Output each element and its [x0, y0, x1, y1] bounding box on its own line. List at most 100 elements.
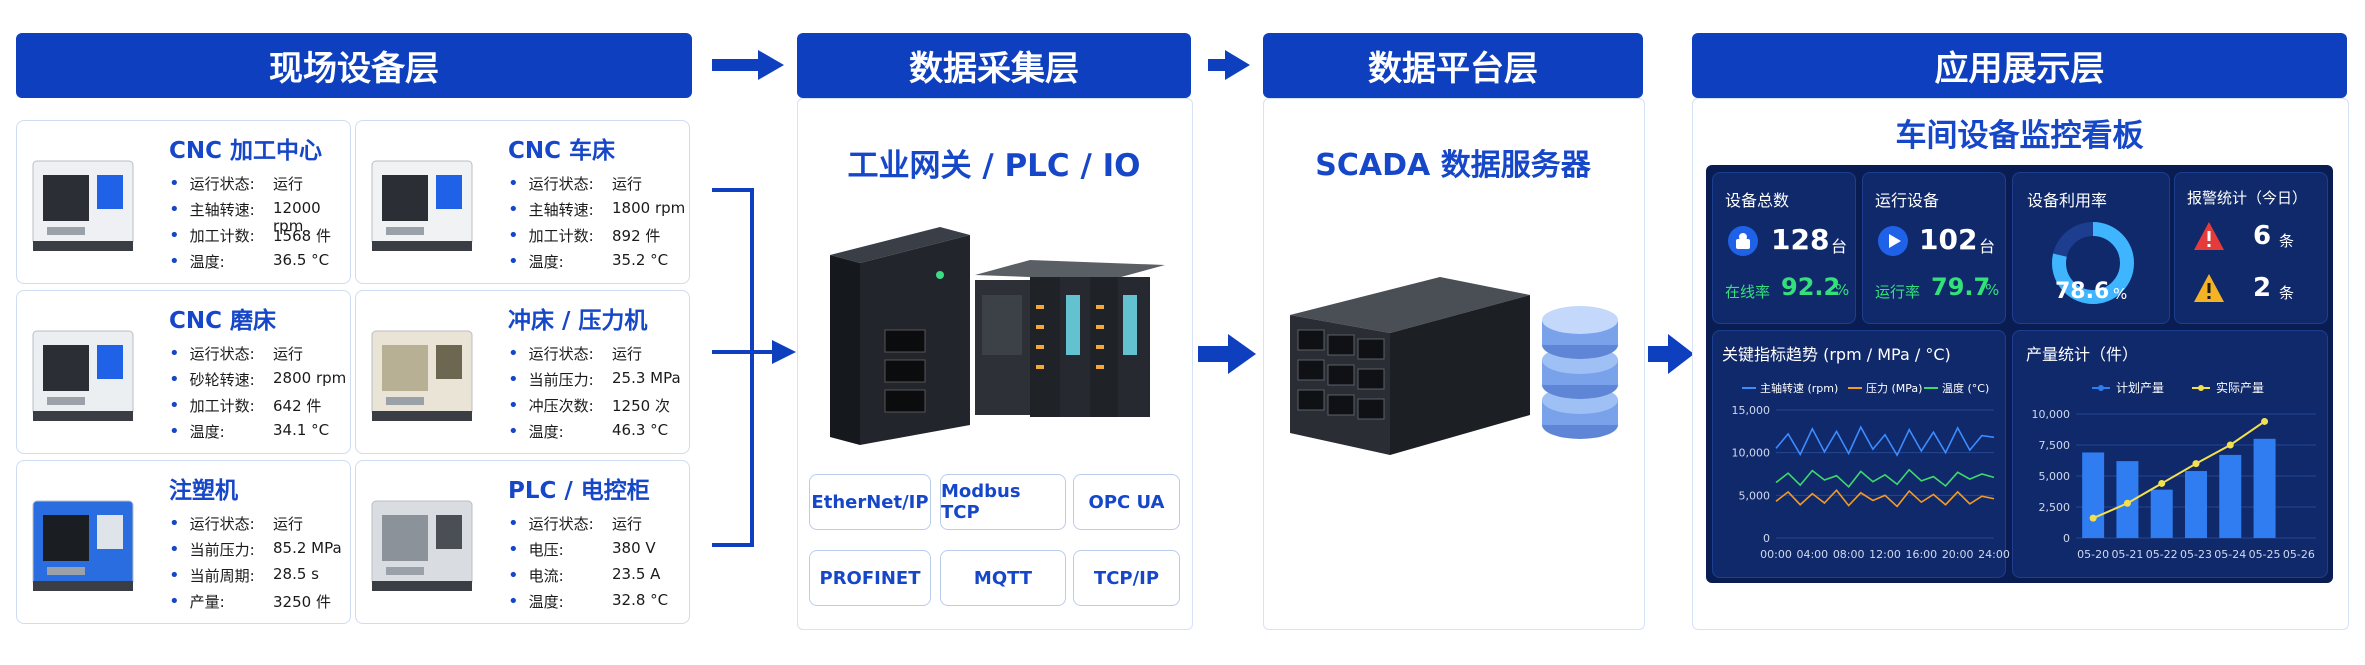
bullet-icon: • — [508, 199, 519, 220]
spec-label: 电流: — [528, 567, 564, 585]
utilization-donut-arc — [2052, 222, 2134, 304]
x-tick-label: 05-23 — [2180, 548, 2212, 561]
x-tick-label: 24:00 — [1978, 548, 2010, 561]
spec-label: 砂轮转速: — [189, 371, 255, 389]
bar-plan — [2116, 461, 2139, 538]
actual-point — [2226, 441, 2234, 449]
bullet-icon: • — [508, 251, 519, 272]
kpi-online-value: 92.2 — [1781, 273, 1841, 301]
y-tick-label: 5,000 — [1739, 489, 1771, 502]
bullet-icon: • — [169, 513, 180, 534]
x-tick-label: 05-21 — [2111, 548, 2143, 561]
bar-plan — [2082, 452, 2105, 538]
device-spec-row: •主轴转速: — [169, 199, 255, 220]
bar-plan — [2253, 438, 2276, 538]
device-spec-row: •运行状态: — [169, 343, 255, 364]
bullet-icon: • — [508, 225, 519, 246]
device-spec-row: •运行状态: — [508, 513, 594, 534]
device-card: 注塑机 •运行状态: 运行 •当前压力: 85.2 MPa •当前周期: 28.… — [16, 460, 351, 624]
spec-label: 当前压力: — [189, 541, 255, 559]
spec-value: 28.5 s — [273, 565, 319, 583]
spec-label: 产量: — [189, 593, 225, 611]
device-bracket-connector — [712, 188, 796, 547]
legend-label: 压力 (MPa) — [1866, 382, 1922, 395]
device-card: PLC / 电控柜 •运行状态: 运行 •电压: 380 V •电流: 23.5… — [355, 460, 690, 624]
x-tick-label: 08:00 — [1833, 548, 1865, 561]
device-spec-row: •加工计数: — [508, 225, 594, 246]
bullet-icon: • — [508, 421, 519, 442]
kpi-rate-label: 运行率 — [1875, 283, 1921, 301]
device-name: PLC / 电控柜 — [508, 478, 650, 504]
actual-line — [2092, 420, 2266, 520]
actual-point — [2192, 460, 2200, 468]
spec-label: 运行状态: — [528, 175, 594, 193]
device-card: CNC 车床 •运行状态: 运行 •主轴转速: 1800 rpm •加工计数: … — [355, 120, 690, 284]
device-card: CNC 加工中心 •运行状态: 运行 •主轴转速: 12000 rpm •加工计… — [16, 120, 351, 284]
spec-label: 温度: — [189, 423, 225, 441]
spec-label: 主轴转速: — [528, 201, 594, 219]
gateway-hardware-image — [830, 227, 1165, 445]
utilization-donut — [2052, 222, 2134, 304]
device-name: CNC 磨床 — [169, 308, 277, 334]
x-tick-label: 12:00 — [1869, 548, 1901, 561]
kpi-utilization-unit: % — [2113, 285, 2128, 303]
kpi-online-label: 在线率 — [1725, 283, 1771, 301]
spec-value: 运行 — [273, 175, 304, 193]
device-card: 冲床 / 压力机 •运行状态: 运行 •当前压力: 25.3 MPa •冲压次数… — [355, 290, 690, 454]
machine-image — [32, 160, 134, 251]
server-image — [1290, 277, 1618, 455]
legend-label: 计划产量 — [2116, 381, 2164, 395]
y-tick-label: 10,000 — [2032, 408, 2071, 421]
spec-value: 2800 rpm — [273, 369, 347, 387]
spec-value: 运行 — [273, 515, 304, 533]
device-spec-row: •电流: — [508, 565, 564, 586]
protocol-badge: MQTT — [940, 550, 1066, 606]
kpi-alarm-low-value: 2 — [2253, 273, 2272, 303]
machine-image — [32, 500, 134, 591]
bullet-icon: • — [169, 369, 180, 390]
series-line — [1775, 488, 1995, 508]
protocol-badge: EtherNet/IP — [809, 474, 931, 530]
kpi-alarm-high-value: 6 — [2253, 221, 2272, 251]
device-card: CNC 磨床 •运行状态: 运行 •砂轮转速: 2800 rpm •加工计数: … — [16, 290, 351, 454]
spec-label: 当前周期: — [189, 567, 255, 585]
spec-value: 25.3 MPa — [612, 369, 681, 387]
kpi-utilization-card: 设备利用率 78.6 % — [2012, 172, 2170, 324]
kpi-total-unit: 台 — [1831, 237, 1848, 256]
dashboard-title: 车间设备监控看板 — [1895, 118, 2144, 154]
spec-value: 1250 次 — [612, 397, 670, 415]
device-spec-row: •温度: — [508, 421, 564, 442]
spec-label: 主轴转速: — [189, 201, 255, 219]
bullet-icon: • — [508, 539, 519, 560]
chart-title: 关键指标趋势 (rpm / MPa / °C) — [1722, 345, 1951, 364]
spec-value: 运行 — [273, 345, 304, 363]
x-tick-label: 05-25 — [2249, 548, 2281, 561]
device-spec-row: • 主轴转速: — [508, 199, 594, 220]
device-name: 冲床 / 压力机 — [508, 308, 648, 334]
x-tick-label: 16:00 — [1905, 548, 1937, 561]
kpi-running-label: 运行设备 — [1875, 191, 1940, 210]
header-field-layer: 现场设备层 — [16, 33, 692, 98]
spec-value: 85.2 MPa — [273, 539, 342, 557]
spec-label: 温度: — [528, 593, 564, 611]
spec-label: 运行状态: — [528, 515, 594, 533]
machine-image — [371, 500, 473, 591]
kpi-alarms-card: 报警统计（今日） 6 条 2 条 — [2174, 172, 2328, 324]
kpi-total-card: 设备总数 128 台 在线率 92.2 % — [1712, 172, 1856, 324]
machine-image — [371, 330, 473, 421]
kpi-running-unit: 台 — [1979, 237, 1996, 256]
bullet-icon: • — [508, 591, 519, 612]
kpi-running-value: 102 — [1919, 223, 1978, 256]
bullet-icon: • — [169, 539, 180, 560]
device-spec-row: • 砂轮转速: — [169, 369, 255, 390]
device-icon — [1727, 225, 1759, 257]
device-spec-row: •电压: — [508, 539, 564, 560]
actual-point — [2123, 499, 2131, 507]
y-tick-label: 15,000 — [1732, 404, 1771, 417]
database-icon — [1542, 306, 1618, 439]
protocol-badge: TCP/IP — [1073, 550, 1180, 606]
y-tick-label: 0 — [1763, 532, 1770, 545]
bullet-icon: • — [169, 591, 180, 612]
y-tick-label: 2,500 — [2039, 501, 2071, 514]
protocol-badge: PROFINET — [809, 550, 931, 606]
